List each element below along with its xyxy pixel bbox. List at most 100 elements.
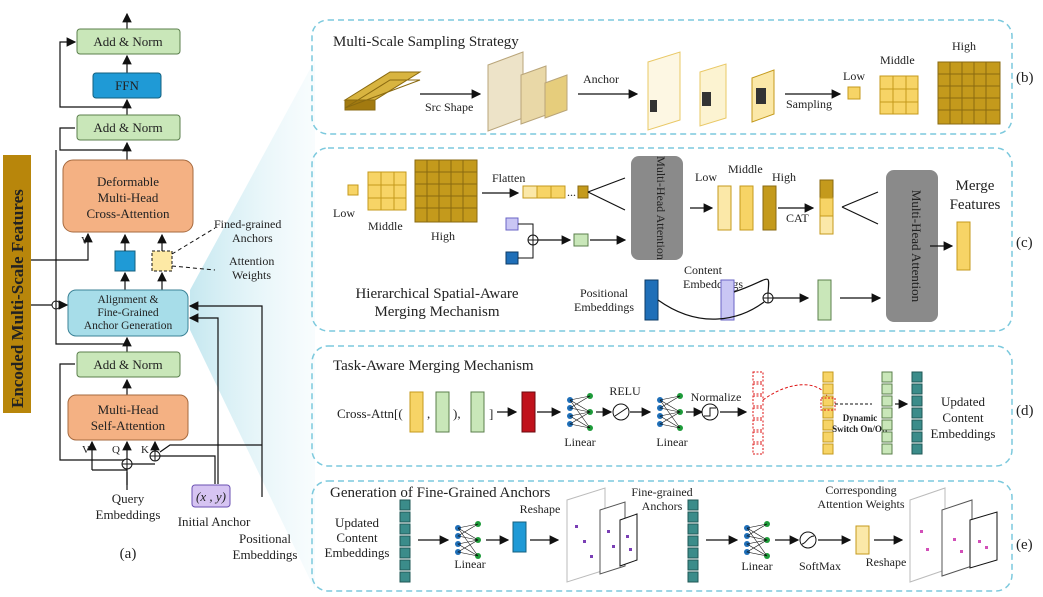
dynamic-l2: Switch On/Off <box>832 424 889 434</box>
linear-net-e2 <box>744 521 770 559</box>
add-norm-mid-label: Add & Norm <box>93 120 162 135</box>
pink-dots <box>920 530 988 553</box>
d-updated-l3: Embeddings <box>931 426 996 441</box>
green-column <box>881 371 893 455</box>
anchor-square <box>114 250 136 272</box>
close-2: ] <box>489 406 493 421</box>
alignment-box <box>67 289 189 337</box>
pos-l1: Positional <box>580 286 629 300</box>
c-high2: High <box>772 170 796 184</box>
side-label-bar <box>3 155 31 413</box>
d-linear-2: Linear <box>656 435 687 449</box>
v-label: V <box>82 444 90 456</box>
ffn-label: FFN <box>115 78 139 93</box>
add-norm-low <box>76 351 181 378</box>
caption-a: (a) <box>120 546 137 562</box>
flatten-label: Flatten <box>492 171 525 185</box>
attn-weights-l1: Attention <box>229 254 274 268</box>
content-l1: Content <box>684 263 723 277</box>
teal-column-e <box>399 499 411 583</box>
mha-block <box>631 156 683 260</box>
panel-d-title: Task-Aware Merging Mechanism <box>333 358 534 374</box>
e-updated-l1: Updated <box>335 515 380 530</box>
src-shape-label: Src Shape <box>425 100 473 114</box>
panel-c: Low Middle High Flatten ... Multi-Head A… <box>311 147 1033 332</box>
e-reshape-1: Reshape <box>520 502 561 516</box>
dynamic-l1: Dynamic <box>843 413 878 423</box>
d-updated-l1: Updated <box>941 394 986 409</box>
low-cube <box>847 86 861 100</box>
c-high: High <box>431 229 455 243</box>
cross-attn-label: Cross-Attn[( <box>337 406 403 421</box>
corr-l2: Attention Weights <box>817 497 904 511</box>
weights-square <box>151 250 173 272</box>
high-cube <box>937 61 1001 125</box>
red-dashed-stack <box>752 371 764 455</box>
e-updated-l3: Embeddings <box>325 545 390 560</box>
deformable-box <box>62 159 194 233</box>
pos-l2: Embeddings <box>574 300 634 314</box>
add-norm-mid <box>76 114 181 141</box>
self-attn-box <box>67 394 189 441</box>
add-norm-top-label: Add & Norm <box>93 34 162 49</box>
alignment-l2: Fine-Grained <box>97 307 159 319</box>
yellow-column <box>822 371 834 455</box>
e-linear-1: Linear <box>454 557 485 571</box>
linear-net-2 <box>657 393 683 431</box>
middle-cube <box>879 75 919 115</box>
panel-e: Generation of Fine-Grained Anchors Updat… <box>311 480 1033 592</box>
add-norm-low-label: Add & Norm <box>93 357 162 372</box>
positional-l2: Embeddings <box>233 547 298 562</box>
hier-l1: Hierarchical Spatial-Aware <box>355 286 518 302</box>
normalize-label: Normalize <box>691 390 742 404</box>
anchor-label: Anchor <box>583 72 619 86</box>
e-fine-l2: Anchors <box>642 499 683 513</box>
panel-b-title: Multi-Scale Sampling Strategy <box>333 34 519 50</box>
e-updated-l2: Content <box>336 530 378 545</box>
svg-text:...: ... <box>567 185 576 199</box>
panel-c-frame <box>311 147 1013 332</box>
attn-weights-l2: Weights <box>232 268 271 282</box>
fine-anchors-l2: Anchors <box>232 231 273 245</box>
linear-net-1 <box>567 393 593 431</box>
high-label: High <box>952 39 976 53</box>
c-middle2: Middle <box>728 162 763 176</box>
panel-b: Multi-Scale Sampling Strategy Src Shape … <box>311 19 1034 135</box>
corr-l1: Corresponding <box>825 483 896 497</box>
alignment-l3: Anchor Generation <box>84 320 173 332</box>
q-label: Q <box>112 444 120 456</box>
panel-e-title: Generation of Fine-Grained Anchors <box>330 485 551 501</box>
c-low2: Low <box>695 170 717 184</box>
middle-label: Middle <box>880 53 915 67</box>
comma-1: , <box>427 406 430 421</box>
self-attn-l2: Self-Attention <box>91 418 166 433</box>
panel-d-frame <box>311 345 1013 467</box>
positional-l1: Positional <box>239 531 291 546</box>
self-attn-l1: Multi-Head <box>98 402 159 417</box>
linear-net-e1 <box>455 521 481 559</box>
add-norm-top <box>76 28 181 55</box>
purple-dots-1 <box>575 525 632 558</box>
relu-label: RELU <box>609 384 641 398</box>
teal-column-d <box>911 371 923 455</box>
cat-label: CAT <box>786 211 809 225</box>
e-reshape-2: Reshape <box>866 555 907 569</box>
mha2-block <box>886 170 938 322</box>
panel-e-tag: (e) <box>1016 537 1033 553</box>
c-middle: Middle <box>368 219 403 233</box>
d-linear-1: Linear <box>564 435 595 449</box>
ffn-box <box>92 72 162 99</box>
k-label: K <box>141 444 149 456</box>
deformable-l2: Multi-Head <box>98 190 159 205</box>
panel-d: Task-Aware Merging Mechanism Cross-Attn[… <box>311 345 1034 467</box>
panel-b-frame <box>311 19 1013 135</box>
left-architecture: Encoded Multi-Scale Features Add & Norm … <box>3 12 315 590</box>
panel-d-tag: (d) <box>1016 403 1034 419</box>
query-emb-l1: Query <box>112 491 145 506</box>
panel-e-frame <box>311 480 1013 592</box>
e-fine-l1: Fine-grained <box>631 485 692 499</box>
side-label: Encoded Multi-Scale Features <box>8 189 27 408</box>
initial-anchor-xy: (x , y) <box>196 489 226 504</box>
deformable-l3: Cross-Attention <box>86 206 170 221</box>
zoom-fan <box>190 60 315 590</box>
